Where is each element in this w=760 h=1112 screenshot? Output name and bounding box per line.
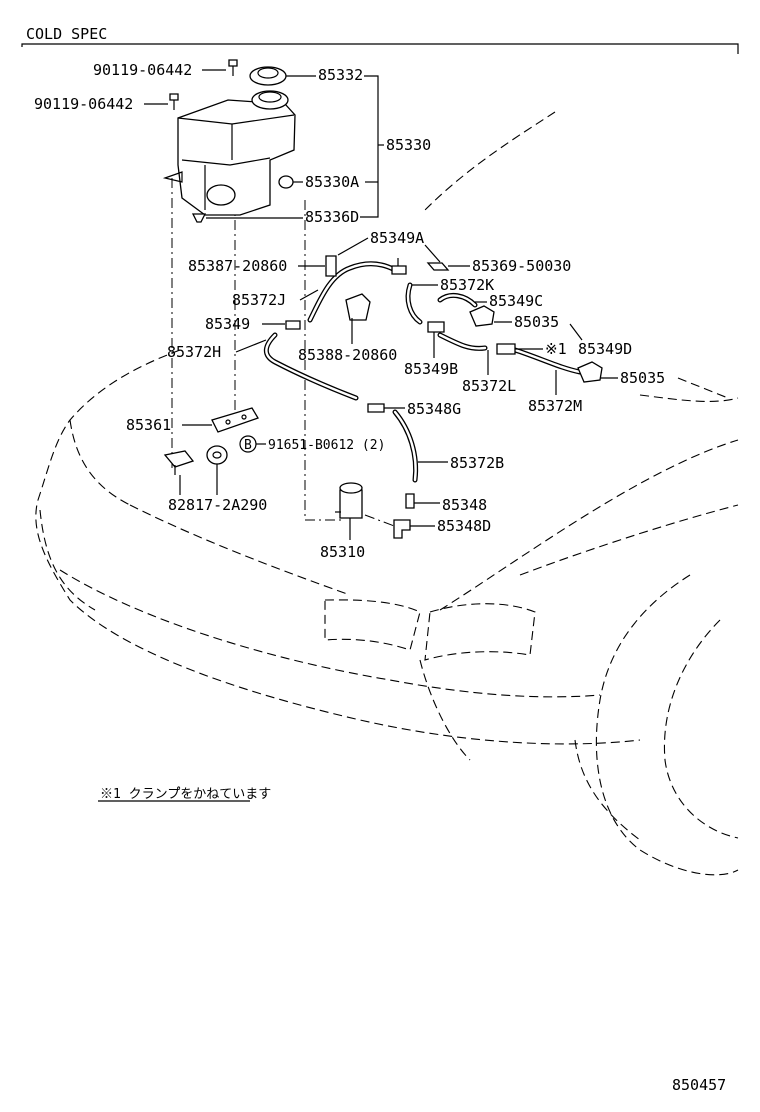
clip-85387 (325, 255, 337, 277)
connector-85349B (427, 321, 445, 333)
nozzle-85035-a (469, 305, 495, 327)
joint-85348 (405, 493, 415, 509)
tank-cap (249, 66, 287, 86)
headlamp-left (324, 599, 421, 651)
tire-outline (663, 619, 739, 839)
fender-top (439, 439, 739, 611)
washer-tank (162, 90, 296, 216)
connector-85349A (391, 258, 407, 275)
seal (191, 213, 207, 223)
label-85349C: 85349C (489, 292, 543, 310)
figure-number: 850457 (672, 1076, 726, 1094)
bolt-top (228, 59, 238, 76)
label-85387: 85387-20860 (188, 257, 287, 275)
fender-crease (519, 504, 739, 576)
label-85361: 85361 (126, 416, 171, 434)
leader-85349A (337, 237, 369, 256)
label-85349B: 85349B (404, 360, 458, 378)
clamp-note: ※1 クランプ゚をかねています (100, 787, 271, 802)
bolt-side (169, 93, 179, 110)
label-85035-b: 85035 (620, 369, 665, 387)
leader-85349A-right (424, 244, 441, 263)
label-85372M: 85372M (528, 397, 582, 415)
label-clamp-ref: ※1 (545, 340, 567, 358)
hood-line (424, 111, 556, 211)
label-85372J: 85372J (232, 291, 286, 309)
bolt-marker-letter: B (244, 438, 252, 453)
bumper-lower (59, 569, 601, 698)
leader-85372H (235, 339, 267, 353)
bracket-85388 (345, 293, 371, 326)
label-85372K: 85372K (440, 276, 494, 294)
alignment-line-3 (304, 200, 345, 521)
fender-lower (574, 739, 641, 841)
leader-85035-b-right (677, 377, 729, 399)
connector-85349 (285, 320, 301, 330)
label-85349: 85349 (205, 315, 250, 333)
nozzle-85035-b (577, 361, 603, 383)
label-85348: 85348 (442, 496, 487, 514)
joint-85348G (367, 403, 385, 413)
clamp-85369 (426, 262, 450, 271)
label-85349A: 85349A (370, 229, 424, 247)
fender-left (39, 509, 96, 611)
section-title: COLD SPEC (26, 25, 107, 43)
bracket-85361 (211, 407, 259, 433)
elbow-85348D (393, 519, 411, 539)
cowl-line (639, 394, 739, 402)
headlamp-right (424, 603, 536, 661)
bracket-82817 (163, 450, 195, 475)
label-90119-top: 90119-06442 (93, 61, 192, 79)
label-85348G: 85348G (407, 400, 461, 418)
wheel-arch (595, 574, 739, 876)
label-85332: 85332 (318, 66, 363, 84)
grille-center (419, 659, 471, 761)
label-85388: 85388-20860 (298, 346, 397, 364)
bracket-85330 (360, 75, 379, 218)
label-82817: 82817-2A290 (168, 496, 267, 514)
leader-85372J (299, 289, 319, 301)
label-85349D: 85349D (578, 340, 632, 358)
grille-lower (129, 504, 351, 596)
leader-85035-a-right (569, 323, 583, 341)
grommet-91651 (206, 445, 228, 465)
label-85035-a: 85035 (514, 313, 559, 331)
grille-left (69, 419, 131, 506)
label-85310: 85310 (320, 543, 365, 561)
label-85372L: 85372L (462, 377, 516, 395)
section-bracket (21, 43, 739, 54)
label-90119-side: 90119-06442 (34, 95, 133, 113)
pump-85310 (335, 482, 363, 519)
label-85372B: 85372B (450, 454, 504, 472)
connector-85349D (496, 343, 516, 355)
bumper-outline (35, 349, 641, 745)
label-91651: 91651-B0612 (2) (268, 438, 385, 453)
label-85348D: 85348D (437, 517, 491, 535)
car-body-outline (35, 111, 739, 876)
label-85372H: 85372H (167, 343, 221, 361)
label-85330: 85330 (386, 136, 431, 154)
label-85336D: 85336D (305, 208, 359, 226)
hose-85372H (263, 332, 359, 401)
label-85330A: 85330A (305, 173, 359, 191)
label-85369: 85369-50030 (472, 257, 571, 275)
grommet (278, 175, 294, 189)
